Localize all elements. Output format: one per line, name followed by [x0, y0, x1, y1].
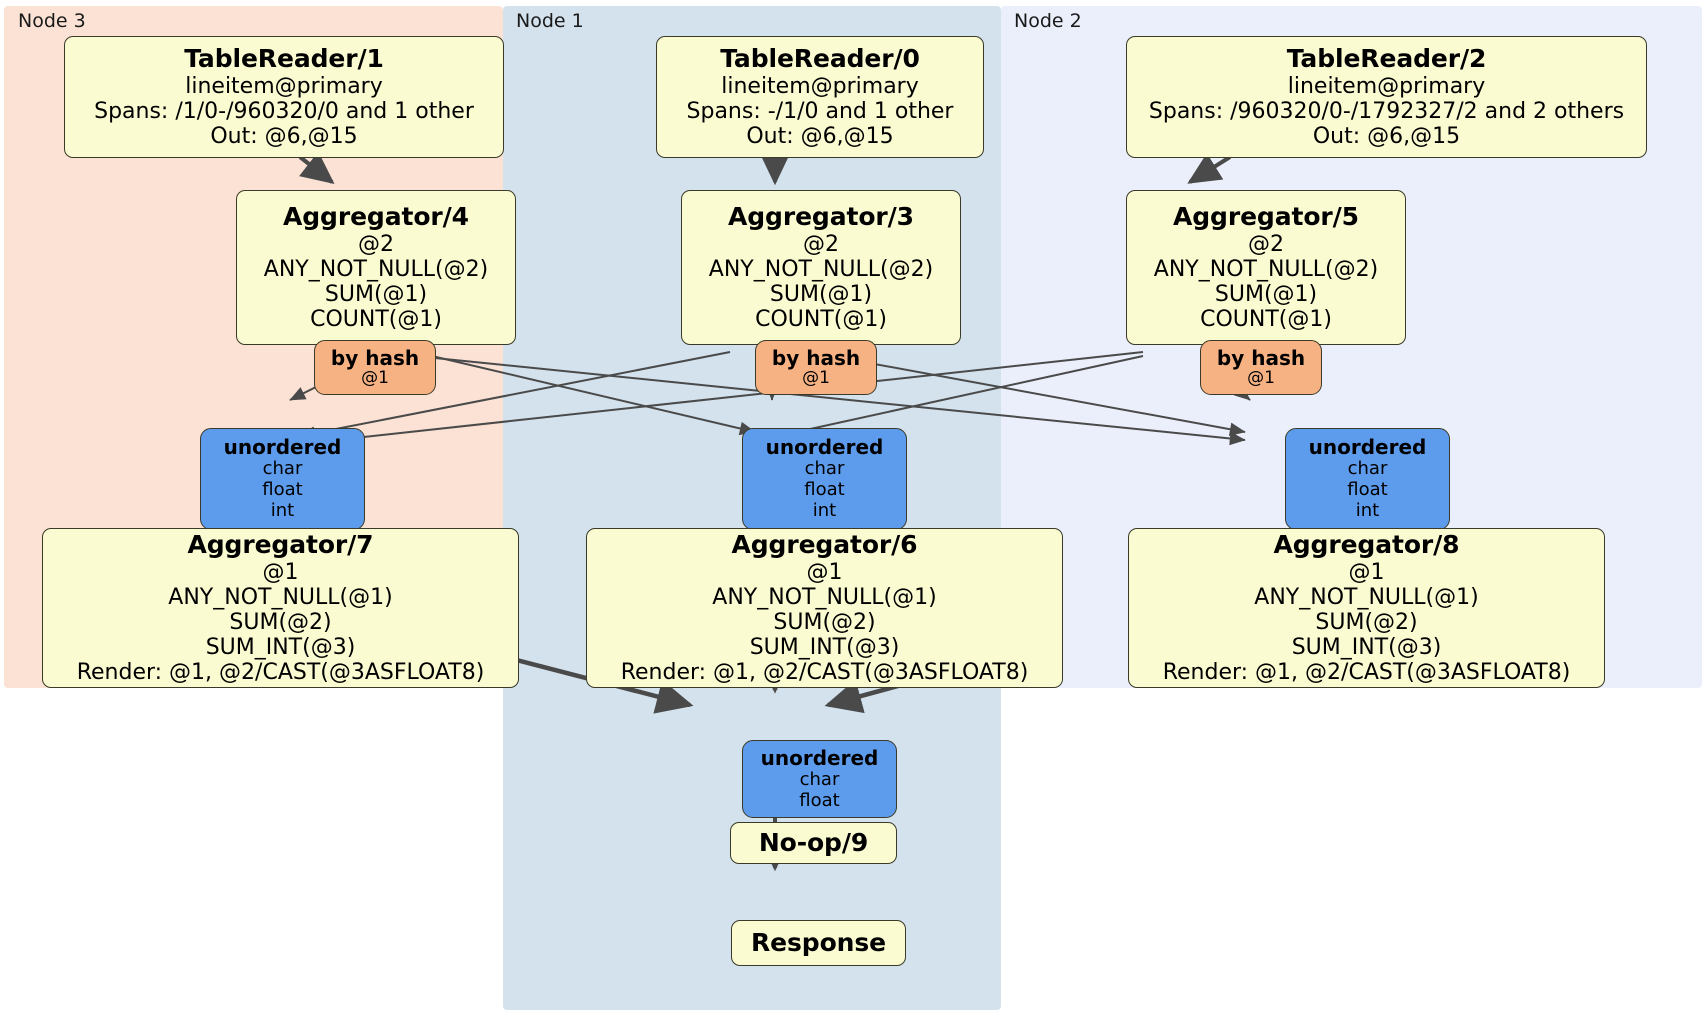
node-line: Out: @6,@15 — [210, 123, 358, 149]
stream-title: unordered — [1308, 435, 1427, 460]
node-title: TableReader/1 — [184, 44, 384, 74]
node-line: ANY_NOT_NULL(@1) — [168, 584, 393, 610]
stream-line: char — [799, 768, 840, 790]
panel-label-node2: Node 2 — [1014, 10, 1082, 32]
panel-label-node3: Node 3 — [18, 10, 86, 32]
node-line: Spans: -/1/0 and 1 other — [686, 98, 954, 124]
node-title: TableReader/0 — [720, 44, 920, 74]
router-by-hash-right[interactable]: by hash @1 — [1200, 340, 1322, 395]
processor-aggregator-6[interactable]: Aggregator/6 @1 ANY_NOT_NULL(@1) SUM(@2)… — [586, 528, 1063, 688]
router-by-hash-left[interactable]: by hash @1 — [314, 340, 436, 395]
stream-unordered-mid[interactable]: unordered char float int — [742, 428, 907, 530]
node-line: ANY_NOT_NULL(@2) — [263, 256, 489, 282]
node-line: SUM_INT(@3) — [1291, 634, 1442, 660]
node-line: Render: @1, @2/CAST(@3ASFLOAT8) — [76, 659, 485, 685]
node-line: lineitem@primary — [1287, 73, 1486, 99]
processor-aggregator-8[interactable]: Aggregator/8 @1 ANY_NOT_NULL(@1) SUM(@2)… — [1128, 528, 1605, 688]
stream-line: char — [804, 458, 845, 480]
stream-line: float — [804, 479, 845, 501]
node-line: Render: @1, @2/CAST(@3ASFLOAT8) — [620, 659, 1029, 685]
node-title: Response — [751, 927, 886, 957]
node-line: Spans: /1/0-/960320/0 and 1 other — [94, 98, 474, 124]
node-line: SUM_INT(@3) — [205, 634, 356, 660]
node-title: Aggregator/5 — [1173, 202, 1359, 232]
node-line: COUNT(@1) — [755, 306, 887, 332]
stream-line: int — [1355, 500, 1380, 522]
node-line: @1 — [1348, 559, 1385, 585]
stream-line: char — [262, 458, 303, 480]
processor-aggregator-5[interactable]: Aggregator/5 @2 ANY_NOT_NULL(@2) SUM(@1)… — [1126, 190, 1406, 345]
node-line: @2 — [803, 231, 839, 257]
node-line: Out: @6,@15 — [746, 123, 894, 149]
node-line: Out: @6,@15 — [1312, 123, 1461, 149]
stream-line: float — [799, 789, 840, 811]
panel-label-node1: Node 1 — [516, 10, 584, 32]
node-line: @2 — [358, 231, 394, 257]
node-line: ANY_NOT_NULL(@1) — [712, 584, 937, 610]
processor-aggregator-4[interactable]: Aggregator/4 @2 ANY_NOT_NULL(@2) SUM(@1)… — [236, 190, 516, 345]
stream-title: unordered — [760, 745, 879, 770]
node-title: No-op/9 — [758, 827, 869, 857]
node-title: Aggregator/4 — [283, 202, 469, 232]
processor-tablereader-2[interactable]: TableReader/2 lineitem@primary Spans: /9… — [1126, 36, 1647, 158]
stream-line: int — [812, 500, 837, 522]
node-line: SUM_INT(@3) — [749, 634, 900, 660]
node-line: Spans: /960320/0-/1792327/2 and 2 others — [1148, 98, 1625, 124]
node-title: Aggregator/3 — [728, 202, 914, 232]
stream-unordered-final[interactable]: unordered char float — [742, 740, 897, 818]
node-line: SUM(@2) — [229, 609, 332, 635]
processor-aggregator-3[interactable]: Aggregator/3 @2 ANY_NOT_NULL(@2) SUM(@1)… — [681, 190, 961, 345]
node-line: Render: @1, @2/CAST(@3ASFLOAT8) — [1162, 659, 1571, 685]
stream-line: int — [270, 500, 295, 522]
node-title: Aggregator/8 — [1273, 530, 1460, 560]
node-title: TableReader/2 — [1286, 44, 1487, 74]
node-line: COUNT(@1) — [1200, 306, 1332, 332]
node-line: lineitem@primary — [185, 73, 383, 99]
processor-no-op-9[interactable]: No-op/9 — [730, 822, 897, 864]
stream-line: float — [1347, 479, 1388, 501]
node-line: COUNT(@1) — [310, 306, 442, 332]
router-title: by hash — [330, 345, 420, 370]
router-line: @1 — [1247, 368, 1275, 389]
node-line: @2 — [1248, 231, 1284, 257]
stream-line: char — [1347, 458, 1388, 480]
node-line: ANY_NOT_NULL(@1) — [1254, 584, 1479, 610]
processor-tablereader-0[interactable]: TableReader/0 lineitem@primary Spans: -/… — [656, 36, 984, 158]
node-line: SUM(@1) — [1214, 281, 1318, 307]
stream-title: unordered — [765, 435, 884, 460]
node-line: @1 — [262, 559, 299, 585]
router-title: by hash — [771, 345, 861, 370]
processor-tablereader-1[interactable]: TableReader/1 lineitem@primary Spans: /1… — [64, 36, 504, 158]
node-title: Aggregator/6 — [731, 530, 918, 560]
stream-unordered-left[interactable]: unordered char float int — [200, 428, 365, 530]
node-line: ANY_NOT_NULL(@2) — [708, 256, 934, 282]
router-line: @1 — [802, 368, 830, 389]
stream-line: float — [262, 479, 303, 501]
stream-unordered-right[interactable]: unordered char float int — [1285, 428, 1450, 530]
node-title: Aggregator/7 — [187, 530, 374, 560]
node-line: SUM(@1) — [324, 281, 428, 307]
node-line: ANY_NOT_NULL(@2) — [1153, 256, 1379, 282]
router-by-hash-mid[interactable]: by hash @1 — [755, 340, 877, 395]
stream-title: unordered — [223, 435, 342, 460]
node-line: lineitem@primary — [721, 73, 919, 99]
node-line: SUM(@2) — [773, 609, 876, 635]
processor-aggregator-7[interactable]: Aggregator/7 @1 ANY_NOT_NULL(@1) SUM(@2)… — [42, 528, 519, 688]
router-title: by hash — [1216, 345, 1306, 370]
node-line: @1 — [806, 559, 843, 585]
node-line: SUM(@1) — [769, 281, 873, 307]
processor-response[interactable]: Response — [731, 920, 906, 966]
router-line: @1 — [361, 368, 389, 389]
node-line: SUM(@2) — [1315, 609, 1418, 635]
